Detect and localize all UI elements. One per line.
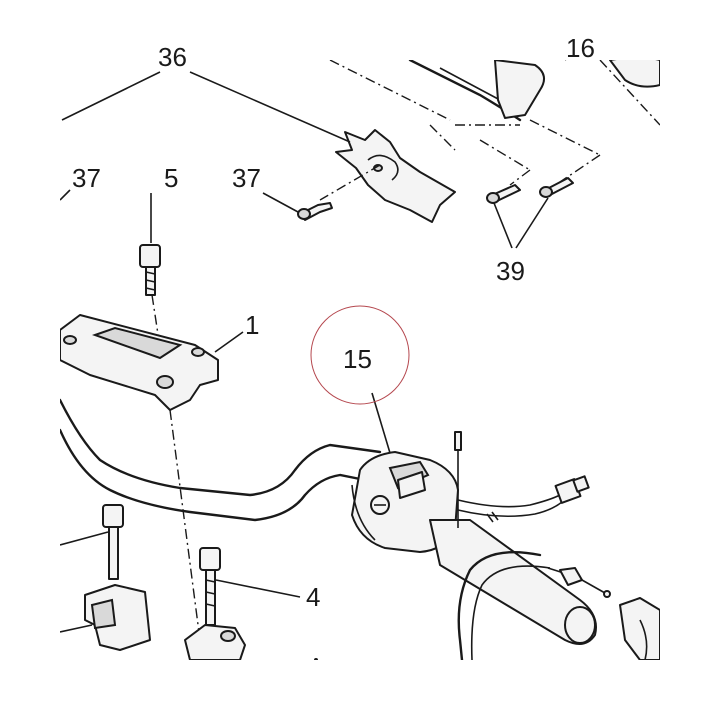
screw-part-37	[262, 192, 333, 221]
handlebar-clamp-part-1	[60, 314, 244, 411]
minor-detail-dot	[314, 658, 318, 660]
callout-36: 36	[158, 42, 187, 72]
bracket-part-36	[335, 129, 456, 223]
leader-36	[61, 71, 351, 143]
assembly-lines-36	[319, 124, 601, 201]
callout-15: 15	[343, 344, 372, 374]
leader-37-left	[60, 189, 71, 201]
housing-screw	[454, 431, 462, 528]
callout-4: 4	[306, 582, 320, 612]
throttle-grip	[429, 519, 597, 660]
assembly-line-1	[169, 409, 201, 641]
upper-right-assembly	[329, 60, 660, 156]
leader-15	[371, 392, 391, 454]
callout-5: 5	[164, 163, 178, 193]
switch-cable	[457, 475, 590, 523]
highlight-circle-15	[310, 305, 410, 405]
callout-39: 39	[496, 256, 525, 286]
lever-bracket	[619, 597, 660, 660]
callout-1: 1	[245, 310, 259, 340]
callout-37-left: 37	[72, 163, 101, 193]
handlebar	[60, 398, 382, 522]
riser-bolt-left	[60, 504, 151, 651]
throttle-cable	[547, 567, 611, 598]
bolt-part-4	[184, 547, 301, 660]
callout-16: 16	[566, 33, 595, 63]
screws-part-39	[486, 177, 574, 249]
callout-37: 37	[232, 163, 261, 193]
